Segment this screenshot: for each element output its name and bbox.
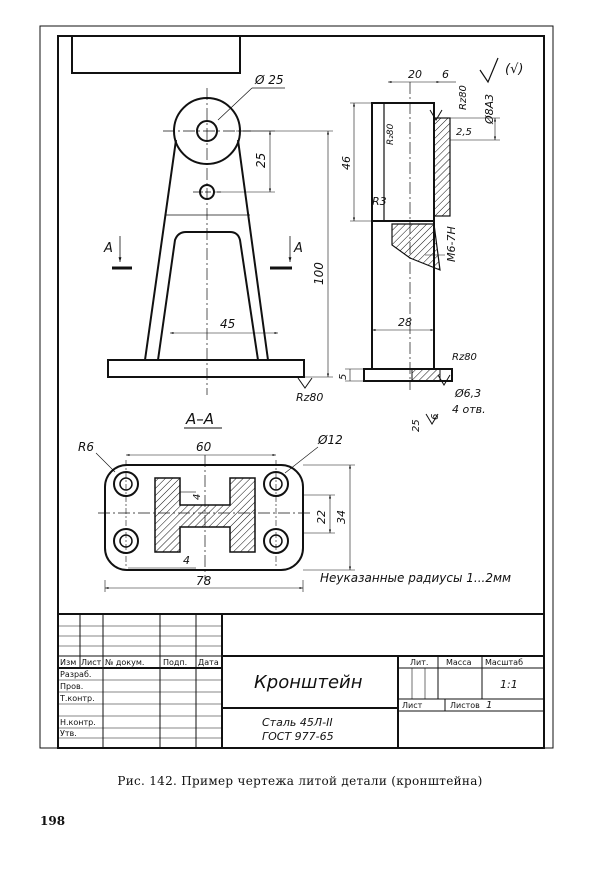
row-nkontr: Н.контр. — [60, 718, 96, 727]
section-mark-left: A — [103, 241, 113, 256]
front-view — [107, 87, 333, 395]
dim-45: 45 — [220, 317, 235, 331]
sheets-label: Листов — [450, 701, 480, 710]
boss-hole — [196, 120, 218, 142]
mass-label: Масса — [446, 658, 472, 667]
dim-4-bottom: 4 — [183, 554, 190, 567]
scale-label: Масштаб — [485, 658, 523, 667]
dim-6-top: 6 — [442, 68, 449, 81]
dim-25: 25 — [254, 153, 268, 168]
dim-34: 34 — [335, 510, 348, 524]
col-izm: Изм — [60, 658, 76, 667]
section-view — [95, 446, 355, 592]
dim-R6: R6 — [78, 440, 94, 454]
roughness-top: Rz80 — [458, 85, 469, 110]
section-title: А–А — [185, 410, 214, 428]
col-doc: № докум. — [105, 658, 144, 667]
title-block — [57, 613, 545, 749]
sheet-label: Лист — [402, 701, 423, 710]
general-roughness: (√) — [505, 62, 523, 77]
chamfer: 2,5 — [456, 127, 472, 138]
row-razrab: Разраб. — [60, 670, 91, 679]
scale-value: 1:1 — [500, 678, 518, 691]
part-name: Кронштейн — [254, 672, 363, 693]
page-number: 198 — [40, 814, 66, 828]
hole-dim: Ø6,3 — [454, 387, 481, 400]
side-base — [363, 368, 453, 382]
dim-phi25: Ø 25 — [254, 73, 284, 87]
side-view — [345, 57, 500, 425]
dim-60: 60 — [196, 440, 212, 454]
figure-caption: Рис. 142. Пример чертежа литой детали (к… — [117, 774, 483, 788]
material-line2: ГОСТ 977-65 — [262, 730, 334, 743]
depth-small: 6 — [430, 414, 441, 420]
dim-22: 22 — [315, 510, 328, 524]
base-plate — [107, 359, 305, 378]
stamp-box — [71, 35, 241, 74]
dim-20: 20 — [408, 68, 422, 81]
lit-label: Лит. — [410, 658, 428, 667]
row-tkontr: Т.контр. — [59, 694, 95, 703]
col-list: Лист — [81, 658, 102, 667]
sheets-value: 1 — [486, 700, 492, 711]
dim-R3: R3 — [372, 195, 387, 208]
roughness-mid: R₂80 — [386, 123, 396, 145]
general-note: Неуказанные радиусы 1...2мм — [320, 571, 511, 585]
thread: M6-7H — [445, 226, 458, 262]
roughness-base: Rz80 — [296, 391, 323, 404]
dim-78: 78 — [196, 574, 212, 588]
dim-100: 100 — [312, 262, 326, 285]
row-utv: Утв. — [60, 729, 77, 738]
dim-phi12: Ø12 — [317, 433, 343, 447]
holes-count: 4 отв. — [452, 403, 486, 416]
dim-46: 46 — [340, 156, 353, 170]
depth-dim: 25 — [411, 419, 422, 432]
dim-4-top: 4 — [192, 494, 203, 500]
roughness-side: Rz80 — [452, 352, 477, 363]
row-prov: Пров. — [60, 682, 83, 691]
col-sign: Подп. — [163, 658, 187, 667]
material-line1: Сталь 45Л-II — [262, 716, 333, 729]
col-date: Дата — [198, 658, 219, 667]
dim-5: 5 — [338, 374, 349, 380]
inner-window — [157, 231, 259, 361]
side-section — [391, 223, 441, 271]
section-mark-right: A — [293, 241, 303, 256]
section-outline — [104, 464, 304, 571]
dim-28: 28 — [398, 316, 412, 329]
bore-dim: Ø8A3 — [483, 94, 496, 125]
body-outline — [144, 139, 269, 361]
